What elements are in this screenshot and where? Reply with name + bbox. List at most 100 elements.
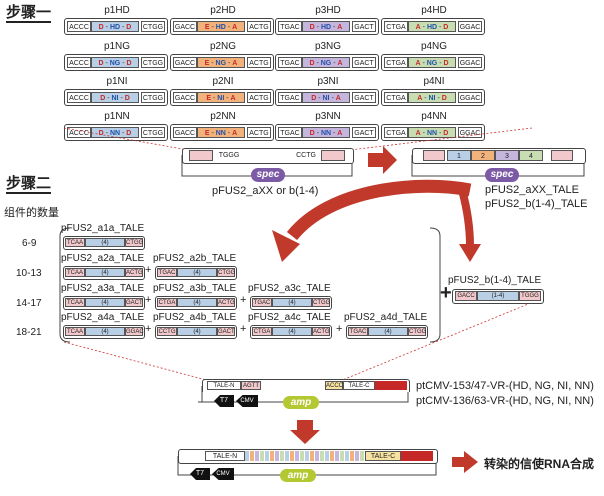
- fus-plasmid: CTGA(4)ACTG: [250, 325, 332, 339]
- module-right-site: GACT: [352, 92, 376, 103]
- module-right-site: CTGG: [141, 92, 165, 103]
- module-left-site: GACC: [173, 127, 197, 138]
- module-label: p4NN: [421, 111, 447, 122]
- b-part-mid: (1-4): [477, 291, 519, 301]
- dest-name: pFUS2_aXX or b(1-4): [212, 185, 319, 197]
- final-cmv-promoter: CMV: [212, 468, 234, 480]
- fus-name: pFUS2_a3a_TALE: [61, 283, 145, 294]
- rvd-flank: D: [443, 60, 449, 67]
- repeat-unit: [330, 451, 334, 461]
- fus-name: pFUS2_a1a_TALE: [61, 223, 145, 234]
- rvd-code: HD: [320, 24, 332, 31]
- fus-mid: (4): [272, 327, 312, 336]
- rvd-flank: A: [232, 24, 238, 31]
- rvd-dash: -: [224, 95, 231, 102]
- rvd-dash: -: [226, 60, 233, 67]
- fus-left-site: CCTG: [157, 327, 177, 336]
- fus-left-site: CTGA: [252, 327, 272, 336]
- module-left-site: GACC: [173, 57, 197, 68]
- module-rvd: D - NI - D: [91, 92, 139, 103]
- repeat-unit: [355, 451, 359, 461]
- fus-plus-sign: +: [145, 294, 152, 306]
- rvd-code: NN: [215, 130, 226, 137]
- rvd-code: HD: [109, 24, 121, 31]
- module-right-site: GGAC: [458, 57, 482, 68]
- dest-left-site: TGGG: [218, 152, 240, 159]
- rvd-dash: -: [209, 24, 216, 31]
- fus-plus-sign: +: [336, 323, 343, 335]
- ptcmv-tale-n: TALE-N: [207, 381, 241, 390]
- dest-right-site: CCTG: [296, 152, 316, 159]
- repeat-unit: [305, 451, 309, 461]
- module-left-site: ACCC: [67, 92, 91, 103]
- rvd-code: NG: [426, 60, 438, 67]
- rvd-flank: A: [230, 95, 236, 102]
- repeat-unit: [290, 451, 294, 461]
- repeat-unit: [335, 451, 339, 461]
- assembled-pink-right: [551, 150, 573, 161]
- rvd-flank: D: [124, 95, 130, 102]
- rvd-flank: D: [126, 24, 132, 31]
- module-rvd: D - NN - A: [302, 127, 350, 138]
- module-left-site: GACC: [173, 21, 197, 32]
- rvd-flank: E: [206, 95, 212, 102]
- rvd-code: NG: [109, 60, 121, 67]
- rvd-dash: -: [103, 60, 110, 67]
- assembled-vector: 1 2 3 4: [412, 148, 586, 164]
- fus-plus-sign: +: [240, 294, 247, 306]
- rvd-flank: D: [443, 130, 449, 137]
- rvd-flank: A: [415, 130, 421, 137]
- red-arrow-result: [452, 451, 478, 473]
- count-label: 6-9: [22, 238, 37, 249]
- rvd-code: NN: [109, 130, 121, 137]
- repeat-unit: [360, 451, 364, 461]
- repeat-unit: [250, 451, 254, 461]
- module-label: p4NG: [420, 41, 448, 52]
- fus-plasmid: TCAA(4)CTGG: [63, 236, 145, 250]
- rvd-dash: -: [422, 95, 429, 102]
- fus-right-site: CTGG: [408, 327, 427, 336]
- fus-mid: (4): [85, 268, 125, 277]
- module-right-site: ACTG: [247, 92, 271, 103]
- module-left-site: TGAC: [278, 127, 302, 138]
- rvd-code: HD: [426, 24, 438, 31]
- module-label: p1NN: [104, 111, 130, 122]
- fus-right-site: GACT: [125, 298, 143, 307]
- rvd-dash: -: [103, 24, 110, 31]
- fus-plasmid: TGAC(4)CTGG: [346, 325, 428, 339]
- fus-mid: (4): [177, 327, 217, 336]
- rvd-flank: A: [415, 24, 421, 31]
- rvd-dash: -: [435, 95, 442, 102]
- fus-left-site: TCAA: [65, 327, 85, 336]
- rvd-code: NG: [320, 60, 332, 67]
- ptcmv-site-left: AGTT: [241, 381, 261, 390]
- fus-plasmid: CTGA(4)ACTG: [155, 296, 237, 310]
- module-rvd: D - HD - A: [302, 21, 350, 32]
- rvd-code: NI: [428, 95, 436, 102]
- ptcmv-site-right: ACCC: [325, 381, 344, 390]
- fus-bracket-right: [429, 227, 441, 343]
- curved-arrow-head: [272, 230, 300, 262]
- rvd-dash: -: [420, 60, 427, 67]
- rvd-dash: -: [120, 130, 127, 137]
- repeat-unit: [265, 451, 269, 461]
- rvd-dash: -: [316, 95, 323, 102]
- fus-left-site: CTGA: [157, 298, 177, 307]
- module-rvd: E - NN - A: [197, 127, 245, 138]
- rvd-flank: D: [126, 130, 132, 137]
- rvd-flank: D: [98, 130, 104, 137]
- rvd-flank: A: [417, 95, 423, 102]
- module-label: p2NG: [209, 41, 237, 52]
- ptcmv-tale-c: TALE-C: [343, 381, 375, 390]
- assembled-slot-1: 1: [447, 150, 471, 161]
- ptcmv-name-1: ptCMV-153/47-VR-(HD, NG, NI, NN): [416, 380, 594, 392]
- module-right-site: ACTG: [247, 57, 271, 68]
- module-right-site: GGAC: [458, 21, 482, 32]
